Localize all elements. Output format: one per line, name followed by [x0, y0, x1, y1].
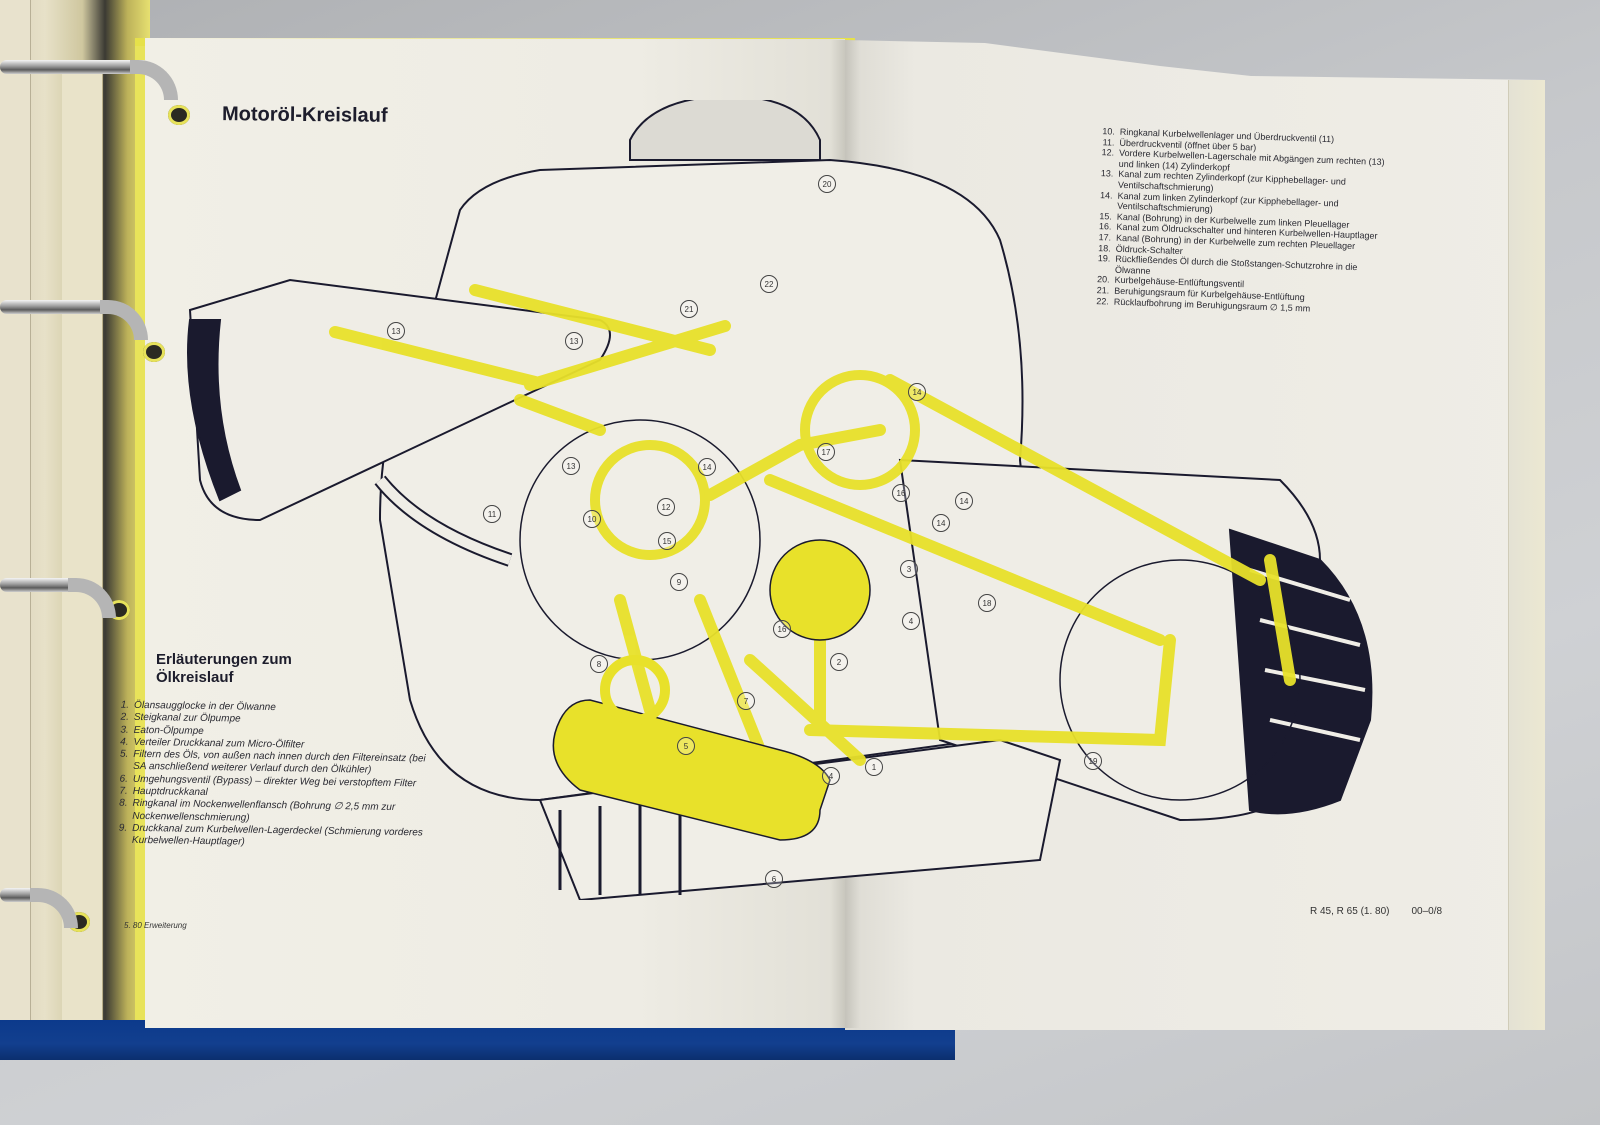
oil-channel-head-right [1264, 554, 1296, 686]
oil-channel-19 [804, 634, 1176, 747]
oil-filter [552, 699, 831, 841]
callout-14: 14 [955, 492, 973, 510]
legend-item-number: 12. [1101, 147, 1115, 158]
oil-channel-14-lower [764, 474, 1166, 646]
legend-heading: Erläuterungen zum Ölkreislauf [156, 651, 356, 687]
callout-13: 13 [565, 332, 583, 350]
air-filter-housing [629, 94, 821, 161]
ring-bar [0, 300, 110, 314]
callout-16: 16 [773, 620, 791, 638]
oil-channel-11 [514, 394, 606, 436]
footer-edition: 5. 80 Erweiterung [124, 921, 187, 930]
oil-channel-14 [704, 424, 886, 501]
legend-item-number: 16. [1098, 221, 1112, 232]
legend-item-number: 6. [119, 773, 129, 785]
callout-6: 6 [765, 870, 783, 888]
left-head-fins [187, 319, 242, 502]
page-fold-edge [1508, 80, 1545, 1030]
callout-7: 7 [737, 692, 755, 710]
binder-ring[interactable] [0, 880, 200, 928]
callout-16: 16 [892, 484, 910, 502]
callout-21: 21 [680, 300, 698, 318]
legend-heading-line2: Ölkreislauf [156, 669, 234, 686]
ring-bend [130, 60, 178, 100]
ring-bend [30, 888, 78, 928]
callout-1: 1 [865, 758, 883, 776]
callout-15: 15 [658, 532, 676, 550]
stacked-sheet [0, 0, 31, 1020]
legend-item-number: 4. [120, 736, 129, 748]
legend-item-number: 9. [118, 822, 128, 834]
legend-item-number: 1. [120, 699, 130, 711]
punch-hole [168, 105, 190, 125]
callout-8: 8 [590, 655, 608, 673]
callout-13: 13 [387, 322, 405, 340]
legend-item-number: 21. [1096, 285, 1110, 296]
legend-heading-line1: Erläuterungen zum [156, 651, 292, 668]
callout-9: 9 [670, 573, 688, 591]
callout-5: 5 [677, 737, 695, 755]
camshaft-flange [600, 655, 670, 725]
right-head-fins [1228, 528, 1373, 815]
legend-item-number: 8. [119, 798, 128, 810]
legend-item-number: 3. [120, 724, 129, 736]
legend-item-number: 11. [1102, 136, 1115, 148]
legend-list-right: 10.Ringkanal Kurbelwellenlager und Überd… [1091, 126, 1397, 316]
oil-ring-17 [800, 370, 920, 490]
ring-bend [100, 300, 148, 340]
oil-channel-21 [524, 320, 731, 391]
callout-11: 11 [483, 505, 501, 523]
stacked-sheet [62, 60, 103, 1020]
oil-channel-14-right [884, 374, 1266, 586]
legend-item-text: Druckkanal zum Kurbelwellen-Lagerdeckel … [131, 822, 423, 848]
legend-item-number: 17. [1098, 232, 1112, 243]
ring-bend [68, 578, 116, 618]
callout-13: 13 [562, 457, 580, 475]
legend-item: 9.Druckkanal zum Kurbelwellen-Lagerdecke… [109, 822, 429, 852]
callout-19: 19 [1084, 752, 1102, 770]
oil-pump [769, 539, 871, 641]
legend-item-number: 20. [1096, 274, 1110, 285]
legend-item-number: 10. [1102, 126, 1115, 137]
punch-hole [143, 342, 165, 362]
legend-item-number: 5. [119, 748, 129, 760]
legend-item-number: 13. [1100, 168, 1114, 179]
oil-channel-16 [744, 654, 866, 766]
oil-channel-13-left [329, 326, 541, 388]
callout-14: 14 [698, 458, 716, 476]
callout-3: 3 [900, 560, 918, 578]
legend-item-number: 19. [1097, 253, 1111, 264]
legend-item-number: 18. [1098, 242, 1111, 254]
footer-page-number: 00–0/8 [1411, 906, 1443, 917]
binder-ring[interactable] [0, 292, 200, 340]
callout-22: 22 [760, 275, 778, 293]
footer-model: R 45, R 65 (1. 80) [1310, 906, 1390, 917]
legend-item-number: 7. [119, 785, 128, 797]
callout-14: 14 [932, 514, 950, 532]
ring-bar [0, 60, 150, 74]
legend-item-number: 22. [1096, 295, 1110, 307]
callout-18: 18 [978, 594, 996, 612]
callout-4: 4 [902, 612, 920, 630]
callout-10: 10 [583, 510, 601, 528]
ring-bar [0, 578, 78, 592]
footer-model-page: R 45, R 65 (1. 80) 00–0/8 [1310, 906, 1442, 917]
legend-item-number: 15. [1099, 210, 1113, 222]
callout-17: 17 [817, 443, 835, 461]
callout-20: 20 [818, 175, 836, 193]
diagram-svg [187, 94, 1373, 902]
binder-ring[interactable] [0, 570, 200, 618]
engine-oil-circuit-diagram: 1 2 3 4 4 5 6 7 8 9 10 11 12 13 13 13 14… [180, 94, 1430, 902]
callout-14: 14 [908, 383, 926, 401]
callout-12: 12 [657, 498, 675, 516]
legend-item-number: 14. [1099, 189, 1113, 201]
callout-2: 2 [830, 653, 848, 671]
legend-item-number: 2. [120, 711, 129, 724]
oil-ring-12 [590, 440, 710, 560]
callout-4: 4 [822, 767, 840, 785]
binder-ring[interactable] [0, 52, 200, 100]
binder-page-stack [0, 0, 153, 1020]
